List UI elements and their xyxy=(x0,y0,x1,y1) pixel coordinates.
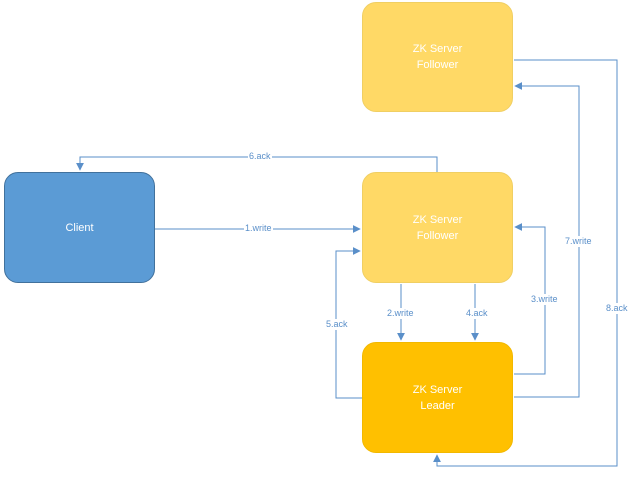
edge-2-label: 2.write xyxy=(386,308,415,319)
edge-7-label: 7.write xyxy=(564,236,593,247)
follower-mid-line2: Follower xyxy=(416,229,459,242)
follower-top-line2: Follower xyxy=(416,59,459,71)
client-node: Client xyxy=(4,172,155,283)
follower-mid-line1: ZK Server xyxy=(412,213,463,226)
edge-8-ack xyxy=(433,59,618,467)
edge-4-label: 4.ack xyxy=(465,308,489,319)
edge-3-label: 3.write xyxy=(530,294,559,305)
leader-line1: ZK Server xyxy=(412,383,463,396)
edge-1-label: 1.write xyxy=(244,223,273,234)
edge-6-label: 6.ack xyxy=(248,151,272,162)
edge-5-label: 5.ack xyxy=(325,319,349,330)
leader-line2: Leader xyxy=(420,399,455,412)
follower-top-line1: ZK Server xyxy=(412,43,463,55)
zk-follower-mid-node: ZK Server Follower xyxy=(362,172,513,283)
zk-follower-top-node: ZK Server Follower xyxy=(362,2,513,112)
zk-leader-node: ZK Server Leader xyxy=(362,342,513,453)
client-label: Client xyxy=(65,221,94,234)
edge-8-label: 8.ack xyxy=(605,303,629,314)
